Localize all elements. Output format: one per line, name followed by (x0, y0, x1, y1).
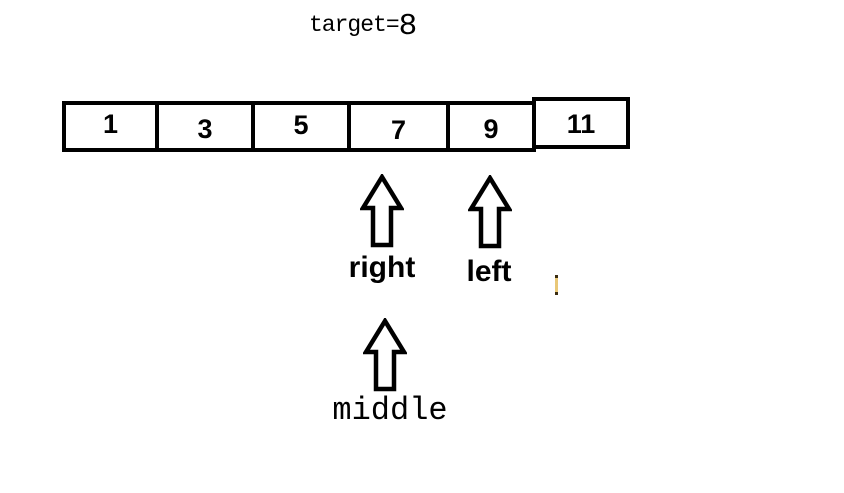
array-cell: 11 (532, 97, 630, 149)
left-pointer-label: left (466, 255, 512, 288)
text-cursor-artifact (555, 275, 558, 295)
array-cell: 3 (155, 101, 255, 152)
target-value: 8 (398, 9, 418, 44)
right-pointer-label: right (348, 251, 416, 284)
up-arrow-icon (468, 175, 512, 249)
array-cell-value: 7 (390, 115, 407, 145)
target-prefix: target= (309, 12, 400, 38)
array-cell: 5 (251, 101, 351, 152)
up-arrow-icon (360, 174, 404, 248)
middle-pointer-label: middle (332, 392, 448, 429)
array-cell: 9 (446, 101, 536, 152)
array-cell: 1 (62, 101, 159, 152)
array-cell-value: 3 (197, 114, 213, 144)
array-cell-value: 11 (566, 108, 596, 139)
target-label: target=8 (309, 6, 418, 44)
up-arrow-icon (363, 318, 407, 392)
array-cell-value: 5 (293, 110, 309, 140)
array-cell: 7 (347, 101, 450, 152)
array-cell-value: 1 (102, 109, 119, 139)
array-cell-value: 9 (483, 114, 499, 144)
